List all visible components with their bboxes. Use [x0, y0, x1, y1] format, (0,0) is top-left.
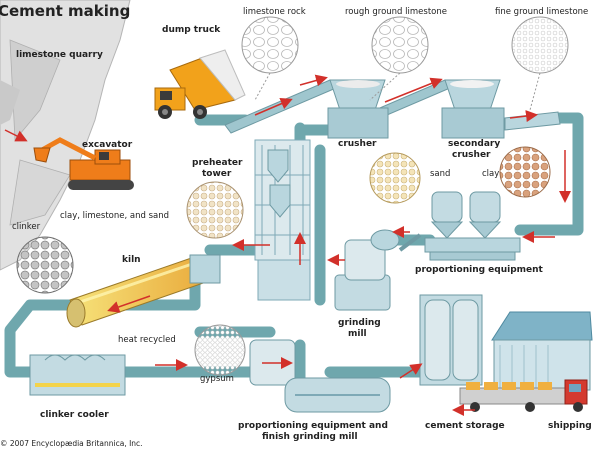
label-secondary-crusher-line2: crusher: [452, 150, 491, 160]
limestone-quarry: [0, 0, 131, 271]
label-sand: sand: [430, 169, 450, 179]
gypsum-sample: [194, 324, 246, 376]
label-proportioning-equipment: proportioning equipment: [415, 265, 544, 275]
label-fine-ground-limestone: fine ground limestone: [495, 7, 588, 17]
clay-silo: [468, 191, 502, 239]
dump-truck: [154, 49, 246, 119]
label-preheater-line2: tower: [202, 169, 232, 179]
label-gypsum: gypsum: [200, 374, 234, 384]
clay-sample: [499, 146, 551, 198]
label-cement-storage: cement storage: [425, 421, 505, 431]
flow-arrows: [4, 74, 571, 416]
shipping-warehouse: [491, 311, 593, 391]
label-prop-finish-line2: finish grinding mill: [262, 432, 358, 442]
label-clay: clay: [482, 169, 499, 179]
label-grinding-mill-line2: mill: [348, 329, 367, 339]
kiln: [66, 254, 221, 328]
sand-silo: [430, 191, 464, 239]
label-kiln: kiln: [122, 255, 141, 265]
label-clay-limestone-sand: clay, limestone, and sand: [60, 211, 169, 221]
label-preheater-line1: preheater: [192, 158, 243, 168]
clay-limestone-sand-sample: [186, 181, 244, 239]
limestone-rock-sample: [241, 16, 299, 101]
proportioning-equipment: [424, 237, 521, 261]
secondary-crusher-machine: [441, 79, 561, 139]
label-heat-recycled: heat recycled: [118, 335, 176, 345]
copyright-notice: © 2007 Encyclopædia Britannica, Inc.: [0, 439, 143, 448]
label-dump-truck: dump truck: [162, 25, 221, 35]
preheater-tower: [254, 139, 311, 301]
grinding-mill: [334, 229, 400, 311]
label-grinding-mill-line1: grinding: [338, 318, 381, 328]
label-limestone-quarry: limestone quarry: [16, 50, 103, 60]
diagram-title: Cement making: [0, 2, 130, 20]
label-clinker: clinker: [12, 222, 41, 232]
clinker-cooler: [29, 354, 126, 396]
label-rough-ground-limestone: rough ground limestone: [345, 7, 447, 17]
label-secondary-crusher-line1: secondary: [448, 139, 500, 149]
sand-sample: [369, 152, 421, 204]
cement-storage: [419, 294, 483, 386]
label-clinker-cooler: clinker cooler: [40, 410, 109, 420]
label-excavator: excavator: [82, 140, 133, 150]
label-shipping: shipping: [548, 421, 592, 431]
crusher-machine: [327, 79, 389, 139]
label-crusher: crusher: [338, 139, 377, 149]
fine-ground-limestone-sample: [511, 16, 569, 111]
clinker-sample: [16, 236, 74, 294]
label-prop-finish-line1: proportioning equipment and: [238, 421, 388, 431]
label-limestone-rock: limestone rock: [243, 7, 306, 17]
rough-ground-limestone-sample: [369, 16, 429, 101]
excavator: [33, 137, 134, 190]
shipping-truck: [459, 379, 588, 412]
